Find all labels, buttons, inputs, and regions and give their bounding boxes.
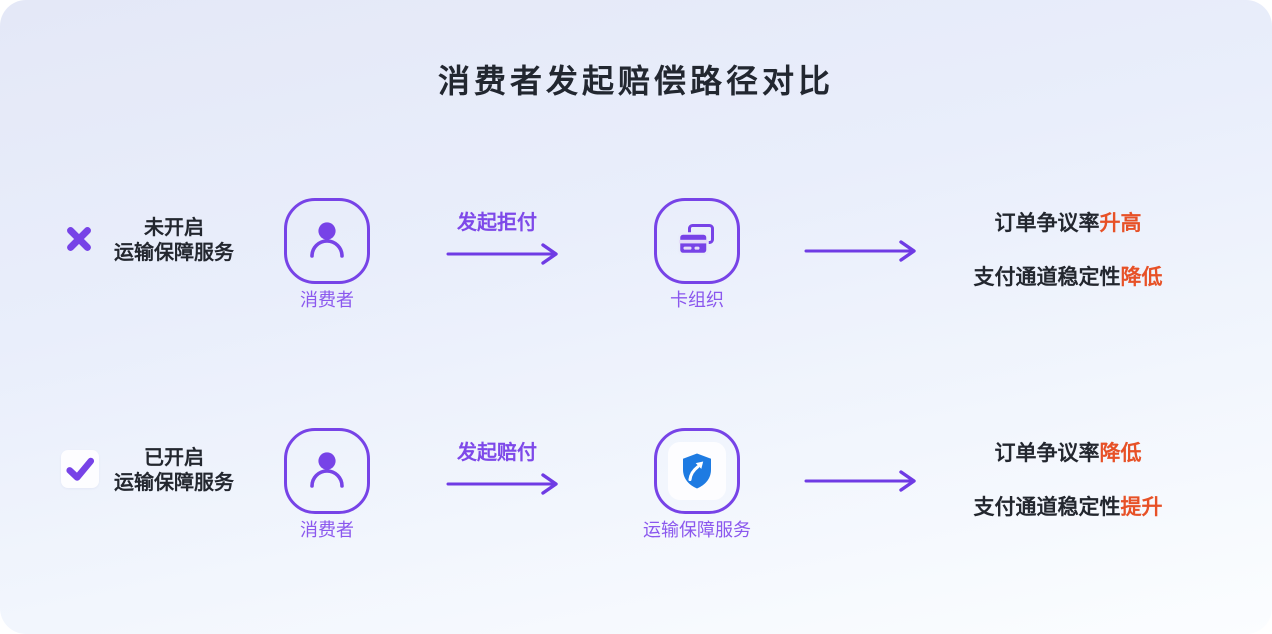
shield-icon-background bbox=[668, 442, 726, 500]
card-org-node-frame bbox=[654, 198, 740, 284]
result-text: 支付通道稳定性 bbox=[973, 496, 1121, 519]
status-label-line1: 已开启 bbox=[144, 447, 204, 469]
flow-arrow bbox=[804, 470, 916, 492]
status-label-line2: 运输保障服务 bbox=[114, 242, 234, 264]
status-label: 已开启 运输保障服务 bbox=[94, 446, 254, 496]
flow-arrow bbox=[446, 473, 558, 495]
result-line: 支付通道稳定性提升 bbox=[938, 496, 1198, 520]
row-without-protection: 未开启 运输保障服务 消费者 发起拒付 bbox=[0, 195, 1272, 335]
bank-card-icon bbox=[677, 224, 714, 256]
consumer-node-frame bbox=[284, 198, 370, 284]
card-org-label: 卡组织 bbox=[670, 290, 724, 310]
arrow-label-chargeback: 发起拒付 bbox=[457, 212, 537, 234]
check-mark-icon bbox=[61, 450, 99, 488]
status-label-line1: 未开启 bbox=[144, 217, 204, 239]
status-label-line2: 运输保障服务 bbox=[114, 472, 234, 494]
protection-service-label: 运输保障服务 bbox=[643, 520, 751, 540]
row-with-protection: 已开启 运输保障服务 消费者 发起赔付 bbox=[0, 425, 1272, 565]
arrow-label-compensation: 发起赔付 bbox=[457, 442, 537, 464]
result-highlight: 升高 bbox=[1099, 212, 1142, 235]
x-mark-icon bbox=[64, 224, 94, 254]
result-line: 支付通道稳定性降低 bbox=[938, 266, 1198, 290]
result-text: 订单争议率 bbox=[994, 442, 1100, 465]
result-line: 订单争议率降低 bbox=[938, 442, 1198, 466]
consumer-label: 消费者 bbox=[300, 290, 354, 310]
consumer-node-frame bbox=[284, 428, 370, 514]
flow-arrow bbox=[446, 243, 558, 265]
protection-service-node-frame bbox=[654, 428, 740, 514]
user-icon bbox=[310, 222, 344, 258]
flow-arrow bbox=[804, 240, 916, 262]
result-highlight: 提升 bbox=[1120, 496, 1163, 519]
result-line: 订单争议率升高 bbox=[938, 212, 1198, 236]
shield-arrow-icon bbox=[683, 453, 711, 489]
result-text: 支付通道稳定性 bbox=[973, 266, 1121, 289]
result-text: 订单争议率 bbox=[994, 212, 1100, 235]
result-highlight: 降低 bbox=[1120, 266, 1163, 289]
diagram-title: 消费者发起赔偿路径对比 bbox=[437, 63, 834, 99]
consumer-label: 消费者 bbox=[300, 520, 354, 540]
user-icon bbox=[310, 452, 344, 488]
result-highlight: 降低 bbox=[1099, 442, 1142, 465]
status-label: 未开启 运输保障服务 bbox=[94, 216, 254, 266]
